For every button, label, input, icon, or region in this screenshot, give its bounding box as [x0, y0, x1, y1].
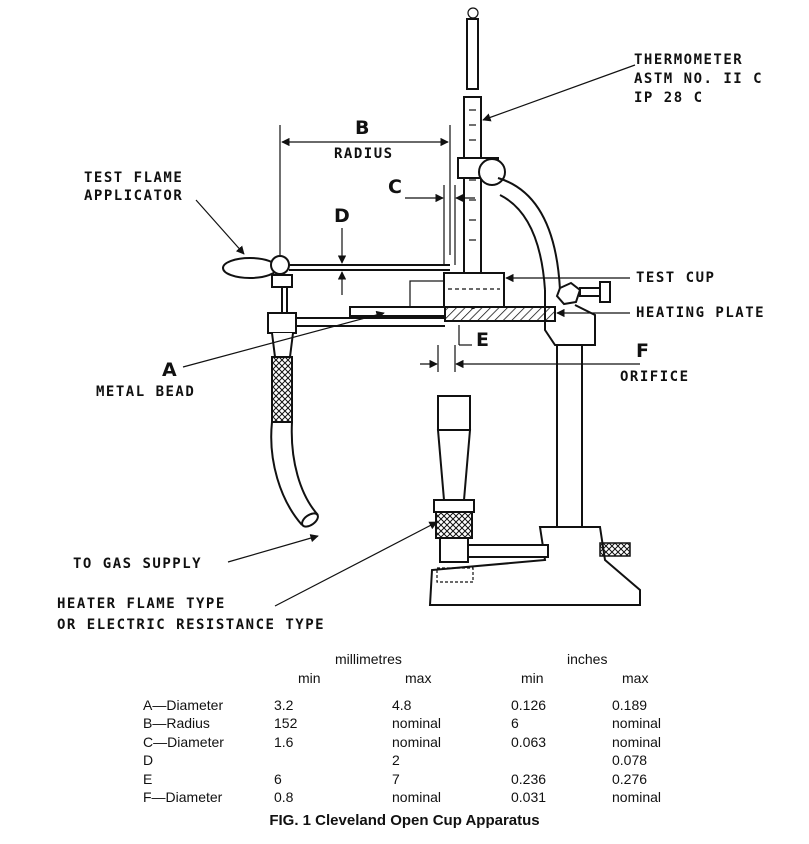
thermometer-support	[457, 157, 561, 291]
table-cell: 2	[392, 752, 400, 768]
label-dim-e: E	[476, 329, 489, 351]
label-orifice: ORIFICE	[620, 369, 690, 385]
label-thermometer-2: ASTM NO. II C	[634, 71, 763, 87]
table-cell: 6	[511, 715, 519, 731]
label-test-cup: TEST CUP	[636, 270, 715, 286]
gas-hose	[270, 332, 319, 528]
table-cell: 1.6	[274, 734, 294, 750]
label-test-flame-1: TEST FLAME	[84, 170, 183, 186]
table-cell: D	[143, 752, 154, 768]
table-cell: B—Radius	[143, 715, 210, 731]
table-cell: 6	[274, 771, 282, 787]
label-heating-plate: HEATING PLATE	[636, 305, 765, 321]
table-cell: 0.126	[511, 697, 547, 713]
table-cell: nominal	[612, 734, 662, 750]
table-cell: A—Diameter	[143, 697, 224, 713]
table-cell: 0.031	[511, 789, 547, 805]
table-cell: nominal	[612, 715, 662, 731]
dimensions-table: millimetres inches min max min max A—Dia…	[0, 645, 809, 815]
table-cell: nominal	[392, 789, 442, 805]
label-metal-bead: METAL BEAD	[96, 384, 195, 400]
label-dim-a: A	[162, 359, 177, 381]
table-cell: 0.189	[612, 697, 648, 713]
label-thermometer-3: IP 28 C	[634, 90, 704, 106]
dimension-lines	[279, 125, 640, 372]
label-heater-2: OR ELECTRIC RESISTANCE TYPE	[57, 617, 325, 633]
table-cell: 7	[392, 771, 400, 787]
apparatus-diagram: THERMOMETER ASTM NO. II C IP 28 C TEST F…	[57, 7, 765, 633]
label-dim-f: F	[636, 340, 649, 362]
heating-plate	[349, 306, 556, 322]
burner	[433, 395, 549, 583]
table-sub-header: min	[521, 670, 544, 686]
label-dim-c: C	[388, 176, 402, 198]
label-heater-1: HEATER FLAME TYPE	[57, 596, 226, 612]
table-cell: 0.063	[511, 734, 547, 750]
figure-caption: FIG. 1 Cleveland Open Cup Apparatus	[269, 812, 540, 829]
clamp-screw	[555, 281, 611, 306]
table-cell: 0.8	[274, 789, 294, 805]
label-dim-d: D	[334, 205, 350, 227]
table-cell: 3.2	[274, 697, 294, 713]
label-radius: RADIUS	[334, 146, 394, 162]
table-cell: nominal	[392, 734, 442, 750]
table-cell: C—Diameter	[143, 734, 224, 750]
table-group-header-in: inches	[567, 651, 608, 667]
table-cell: 0.078	[612, 752, 648, 768]
label-dim-b: B	[355, 117, 369, 139]
test-cup	[409, 272, 505, 308]
test-flame-applicator	[222, 255, 450, 334]
label-test-flame-2: APPLICATOR	[84, 188, 183, 204]
label-thermometer-1: THERMOMETER	[634, 52, 743, 68]
table-cell: 0.276	[612, 771, 648, 787]
table-cell: 152	[274, 715, 298, 731]
label-gas-supply: TO GAS SUPPLY	[73, 556, 202, 572]
table-sub-header: max	[405, 670, 432, 686]
stand	[428, 290, 641, 606]
leader-lines	[182, 64, 636, 607]
table-sub-header: max	[622, 670, 649, 686]
table-cell: E	[143, 771, 153, 787]
table-sub-header: min	[298, 670, 321, 686]
table-cell: 4.8	[392, 697, 412, 713]
thermometer	[463, 7, 482, 309]
table-cell: nominal	[392, 715, 442, 731]
table-group-header-mm: millimetres	[335, 651, 402, 667]
table-cell: 0.236	[511, 771, 547, 787]
table-cell: F—Diameter	[143, 789, 223, 805]
table-cell: nominal	[612, 789, 662, 805]
